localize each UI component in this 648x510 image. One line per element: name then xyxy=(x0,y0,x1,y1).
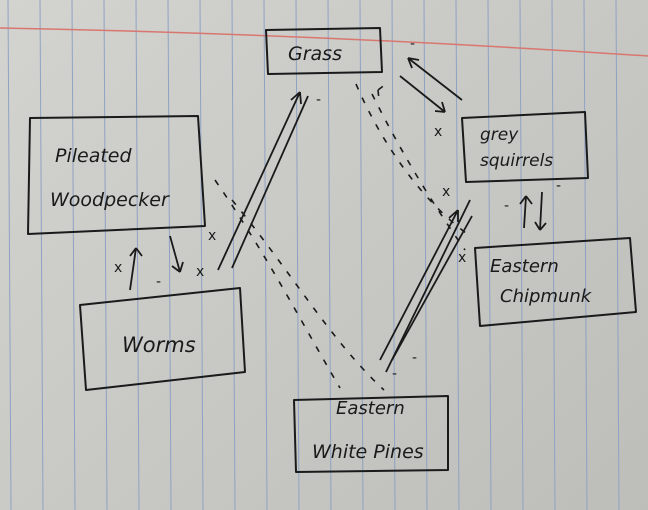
sign-minus: - xyxy=(504,198,509,214)
squirrels-to-grass-arrow xyxy=(407,57,463,101)
rule-line xyxy=(359,0,364,510)
woodpecker-label-1: Pileated xyxy=(55,145,132,167)
worms-box xyxy=(79,287,246,391)
rule-line xyxy=(71,0,76,510)
sign-minus: - xyxy=(316,92,321,108)
worms-label: Worms xyxy=(122,333,196,357)
rule-line xyxy=(167,0,172,510)
chipmunk-label-1: Eastern xyxy=(490,256,559,277)
rule-line xyxy=(615,0,620,510)
sign-plus: x xyxy=(434,124,442,140)
eastern-chipmunk-box xyxy=(474,237,637,327)
rule-line xyxy=(199,0,204,510)
ruled-lines xyxy=(7,0,620,510)
pines-label-1: Eastern xyxy=(336,398,405,419)
grass-box xyxy=(265,27,383,75)
rule-line xyxy=(135,0,140,510)
worms-to-woodpecker-arrow xyxy=(129,247,143,291)
rule-line xyxy=(39,0,44,510)
rule-line xyxy=(231,0,236,510)
rule-line xyxy=(327,0,332,510)
rule-line xyxy=(391,0,396,510)
sign-plus: x xyxy=(114,260,122,276)
grey-squirrels-box xyxy=(461,111,589,183)
pines-to-squirrels-arrow xyxy=(379,209,459,361)
grass-label: Grass xyxy=(288,43,342,65)
chipmunk-squirrel-arrow xyxy=(519,195,533,229)
grass-to-chipmunk-dashed xyxy=(371,93,466,251)
pileated-woodpecker-box xyxy=(27,115,206,235)
sign-minus: - xyxy=(410,36,415,52)
sign-plus: x xyxy=(196,264,204,280)
sign-plus: x xyxy=(442,184,450,200)
dashed-arrows xyxy=(214,83,471,391)
rule-line xyxy=(487,0,492,510)
rule-line xyxy=(455,0,460,510)
margin-line xyxy=(0,27,648,57)
rule-line xyxy=(583,0,588,510)
grey-squirrels-label-2: squirrels xyxy=(480,151,553,171)
rule-line xyxy=(551,0,556,510)
eastern-white-pines-box xyxy=(293,395,449,473)
interaction-signs: - - x x - x x - - x - - x xyxy=(114,36,561,382)
rule-line xyxy=(519,0,524,510)
pines-label-2: White Pines xyxy=(312,441,424,463)
grey-squirrels-label-1: grey xyxy=(480,125,519,145)
rule-line xyxy=(7,0,12,510)
rule-line xyxy=(423,0,428,510)
rule-line xyxy=(103,0,108,510)
sign-minus: - xyxy=(412,350,417,366)
sign-plus: x xyxy=(208,228,216,244)
sign-minus: - xyxy=(392,366,397,382)
sign-minus: - xyxy=(156,274,161,290)
sign-plus: x xyxy=(458,250,466,266)
sign-minus: - xyxy=(556,178,561,194)
woodpecker-label-2: Woodpecker xyxy=(50,189,170,211)
worms-to-grass-arrow xyxy=(217,91,302,271)
solid-arrows xyxy=(129,57,547,373)
chipmunk-label-2: Chipmunk xyxy=(500,286,593,307)
woodpecker-to-pines-dashed xyxy=(214,179,341,389)
rule-line xyxy=(263,0,268,510)
rule-line xyxy=(295,0,300,510)
